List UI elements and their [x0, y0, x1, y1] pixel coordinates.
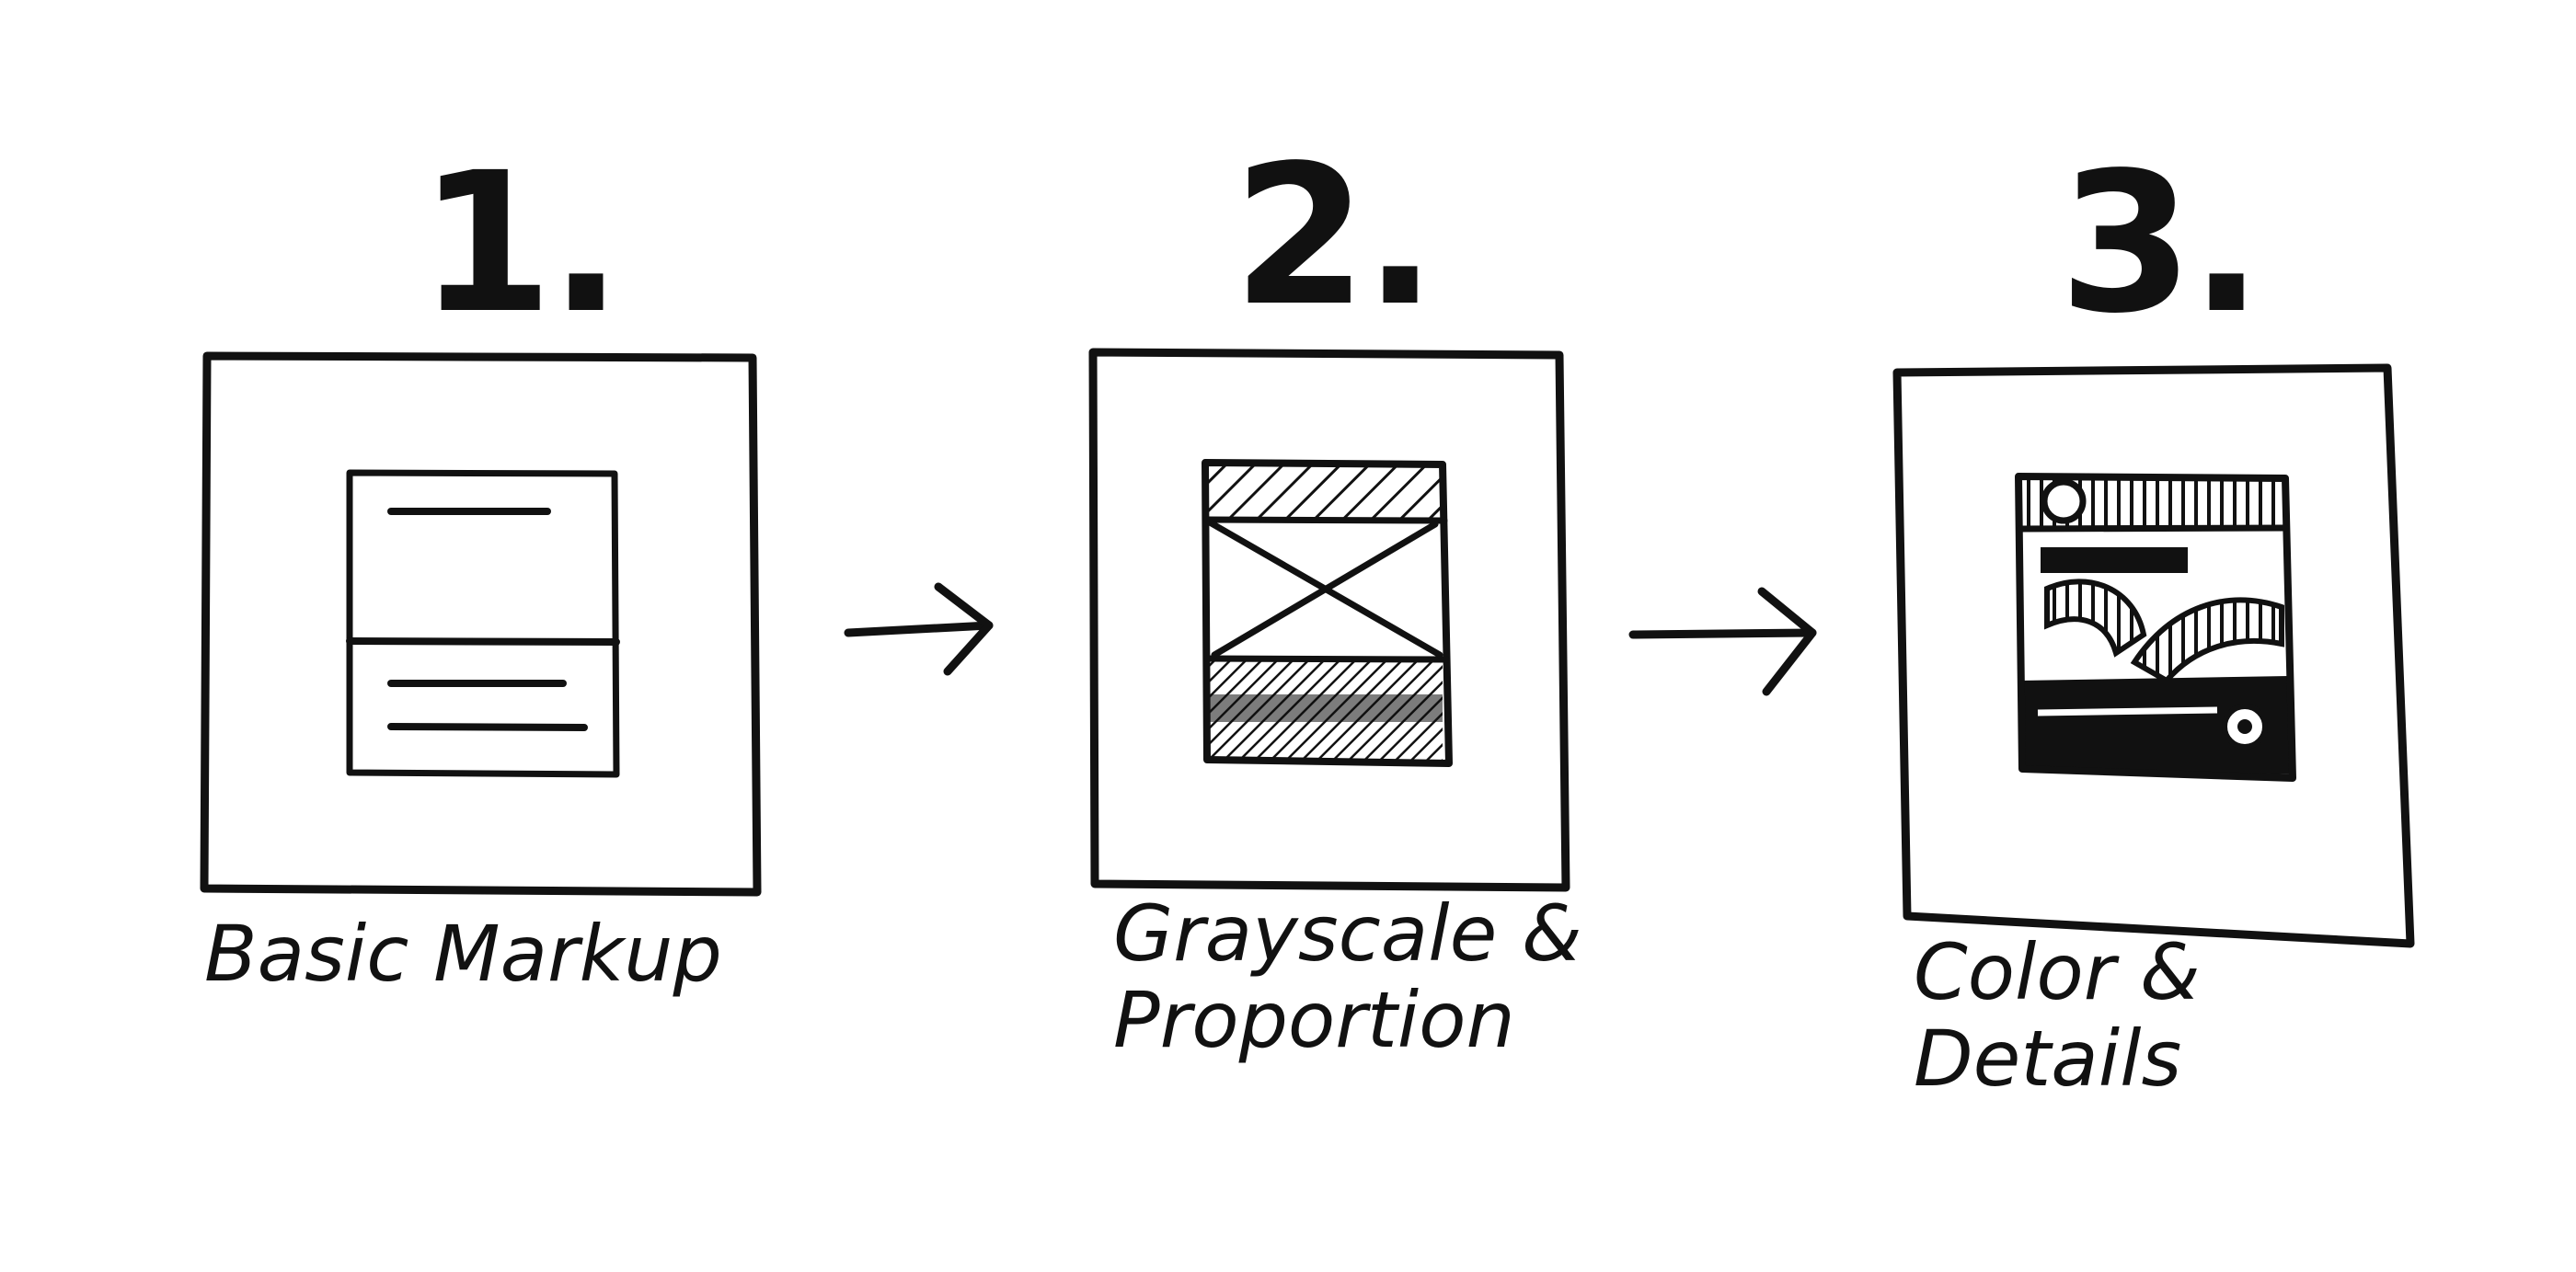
grayscale-placeholder-icon	[1202, 459, 1453, 767]
step-3-label: Color & Details	[1914, 929, 2201, 1102]
step-2-label-line-1: Grayscale &	[1113, 888, 1582, 979]
arrow-right-icon	[1628, 587, 1817, 696]
step-1-label: Basic Markup	[204, 911, 722, 997]
detailed-mockup-icon	[2015, 473, 2296, 782]
step-1-frame	[200, 351, 762, 897]
wireframe-text-icon	[346, 469, 620, 778]
step-2-label-line-2: Proportion	[1113, 975, 1515, 1066]
arrow-right-icon	[844, 582, 994, 676]
step-3-frame	[1892, 363, 2415, 948]
step-3-label-line-2: Details	[1914, 1014, 2182, 1105]
step-3-label-line-1: Color &	[1914, 927, 2201, 1017]
step-1-number: 1.	[419, 131, 623, 356]
step-2-label: Grayscale & Proportion	[1113, 890, 1581, 1063]
step-1-label-line-1: Basic Markup	[204, 909, 722, 999]
step-3-number: 3.	[2059, 131, 2263, 356]
step-2-frame	[1088, 348, 1570, 892]
step-2-number: 2.	[1233, 123, 1437, 349]
